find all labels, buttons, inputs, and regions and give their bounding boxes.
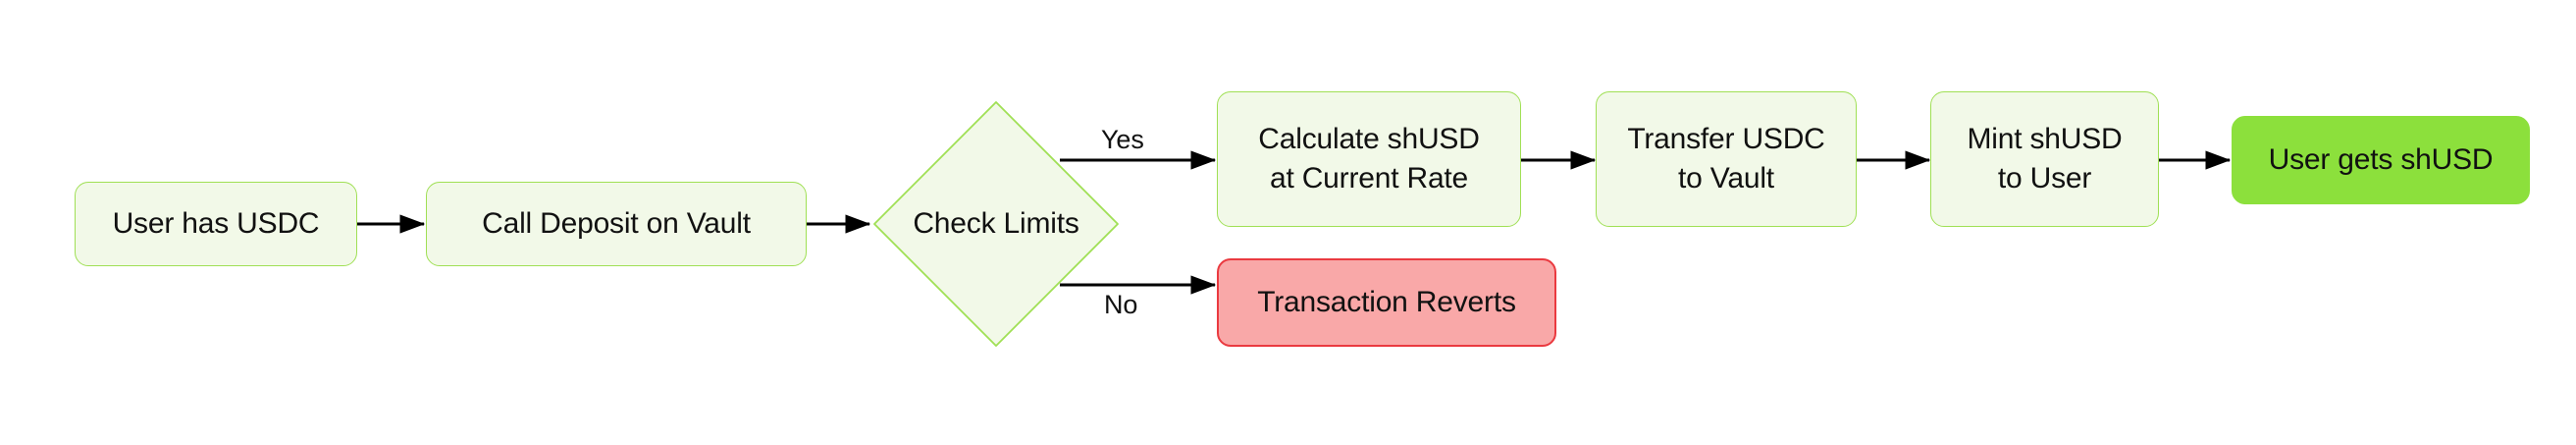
node-user-gets-shusd[interactable]: User gets shUSD	[2232, 116, 2530, 204]
node-label: Check Limits	[913, 207, 1079, 240]
node-calculate-shusd[interactable]: Calculate shUSD at Current Rate	[1217, 91, 1521, 227]
node-mint-shusd[interactable]: Mint shUSD to User	[1930, 91, 2159, 227]
node-label: Call Deposit on Vault	[482, 206, 751, 240]
node-call-deposit-on-vault[interactable]: Call Deposit on Vault	[426, 182, 807, 266]
edge-label-no: No	[1104, 290, 1138, 319]
diamond-shape	[873, 101, 1119, 347]
node-label: Calculate shUSD at Current Rate	[1258, 122, 1480, 195]
edge-label-yes: Yes	[1101, 125, 1144, 154]
node-user-has-usdc[interactable]: User has USDC	[75, 182, 357, 266]
node-label: User gets shUSD	[2268, 142, 2494, 176]
node-transaction-reverts[interactable]: Transaction Reverts	[1217, 258, 1556, 347]
node-label: User has USDC	[112, 206, 320, 240]
node-check-limits[interactable]: Check Limits	[871, 99, 1121, 349]
node-label: Mint shUSD to User	[1967, 122, 2123, 195]
node-label: Transfer USDC to Vault	[1627, 122, 1825, 195]
node-label: Transaction Reverts	[1257, 285, 1516, 318]
node-transfer-usdc[interactable]: Transfer USDC to Vault	[1596, 91, 1857, 227]
